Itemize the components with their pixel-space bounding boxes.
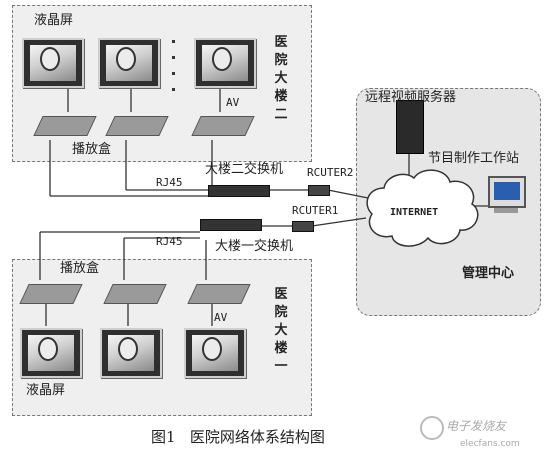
av-label-bottom: AV [214,311,228,324]
av-label-top: AV [226,96,240,109]
player-label-bottom: 播放盒 [60,261,100,276]
figure-caption: 图1 医院网络体系结构图 [151,428,325,446]
program-station-label: 节目制作工作站 [428,151,520,166]
lcd-monitor [184,328,246,378]
video-server-icon [396,100,424,154]
building-1-switch [200,219,262,231]
lcd-monitor [194,38,256,88]
player-box [103,284,167,304]
management-center-label: 管理中心 [462,266,515,281]
lcd-monitor [22,38,84,88]
router-1 [292,221,314,232]
lcd-monitor [20,328,82,378]
player-box [33,116,97,136]
player-box [19,284,83,304]
watermark-logo [420,416,444,440]
player-box [191,116,255,136]
router-2-label: RCUTER2 [307,166,354,179]
rj45-label-bottom: RJ45 [156,235,183,248]
internet-cloud [366,169,479,247]
ellipsis-dot [172,88,175,91]
player-box [187,284,251,304]
ellipsis-dot [172,40,175,43]
workstation-keyboard [494,208,518,213]
ellipsis-dot [172,56,175,59]
ellipsis-dot [172,72,175,75]
switch-1-label: 大楼一交换机 [215,239,294,254]
rj45-label-top: RJ45 [156,176,183,189]
lcd-monitor [100,328,162,378]
player-label-top: 播放盒 [72,142,112,157]
player-box [105,116,169,136]
hospital-building-1-label: 医院大楼一 [274,287,288,374]
building-2-switch [208,185,270,197]
router-2 [308,185,330,196]
internet-label: INTERNET [390,207,439,218]
lcd-monitor [98,38,160,88]
router-1-label: RCUTER1 [292,204,339,217]
lcd-label-bottom: 液晶屏 [26,383,66,398]
lcd-label-top: 液晶屏 [34,13,74,28]
watermark-url: elecfans.com [460,439,520,449]
remote-server-label: 远程视频服务器 [365,90,457,105]
switch-2-label: 大楼二交换机 [205,162,284,177]
workstation-pc-icon [488,176,526,208]
watermark-text: 电子发烧友 [446,419,507,433]
hospital-building-2-label: 医院大楼二 [274,35,288,122]
